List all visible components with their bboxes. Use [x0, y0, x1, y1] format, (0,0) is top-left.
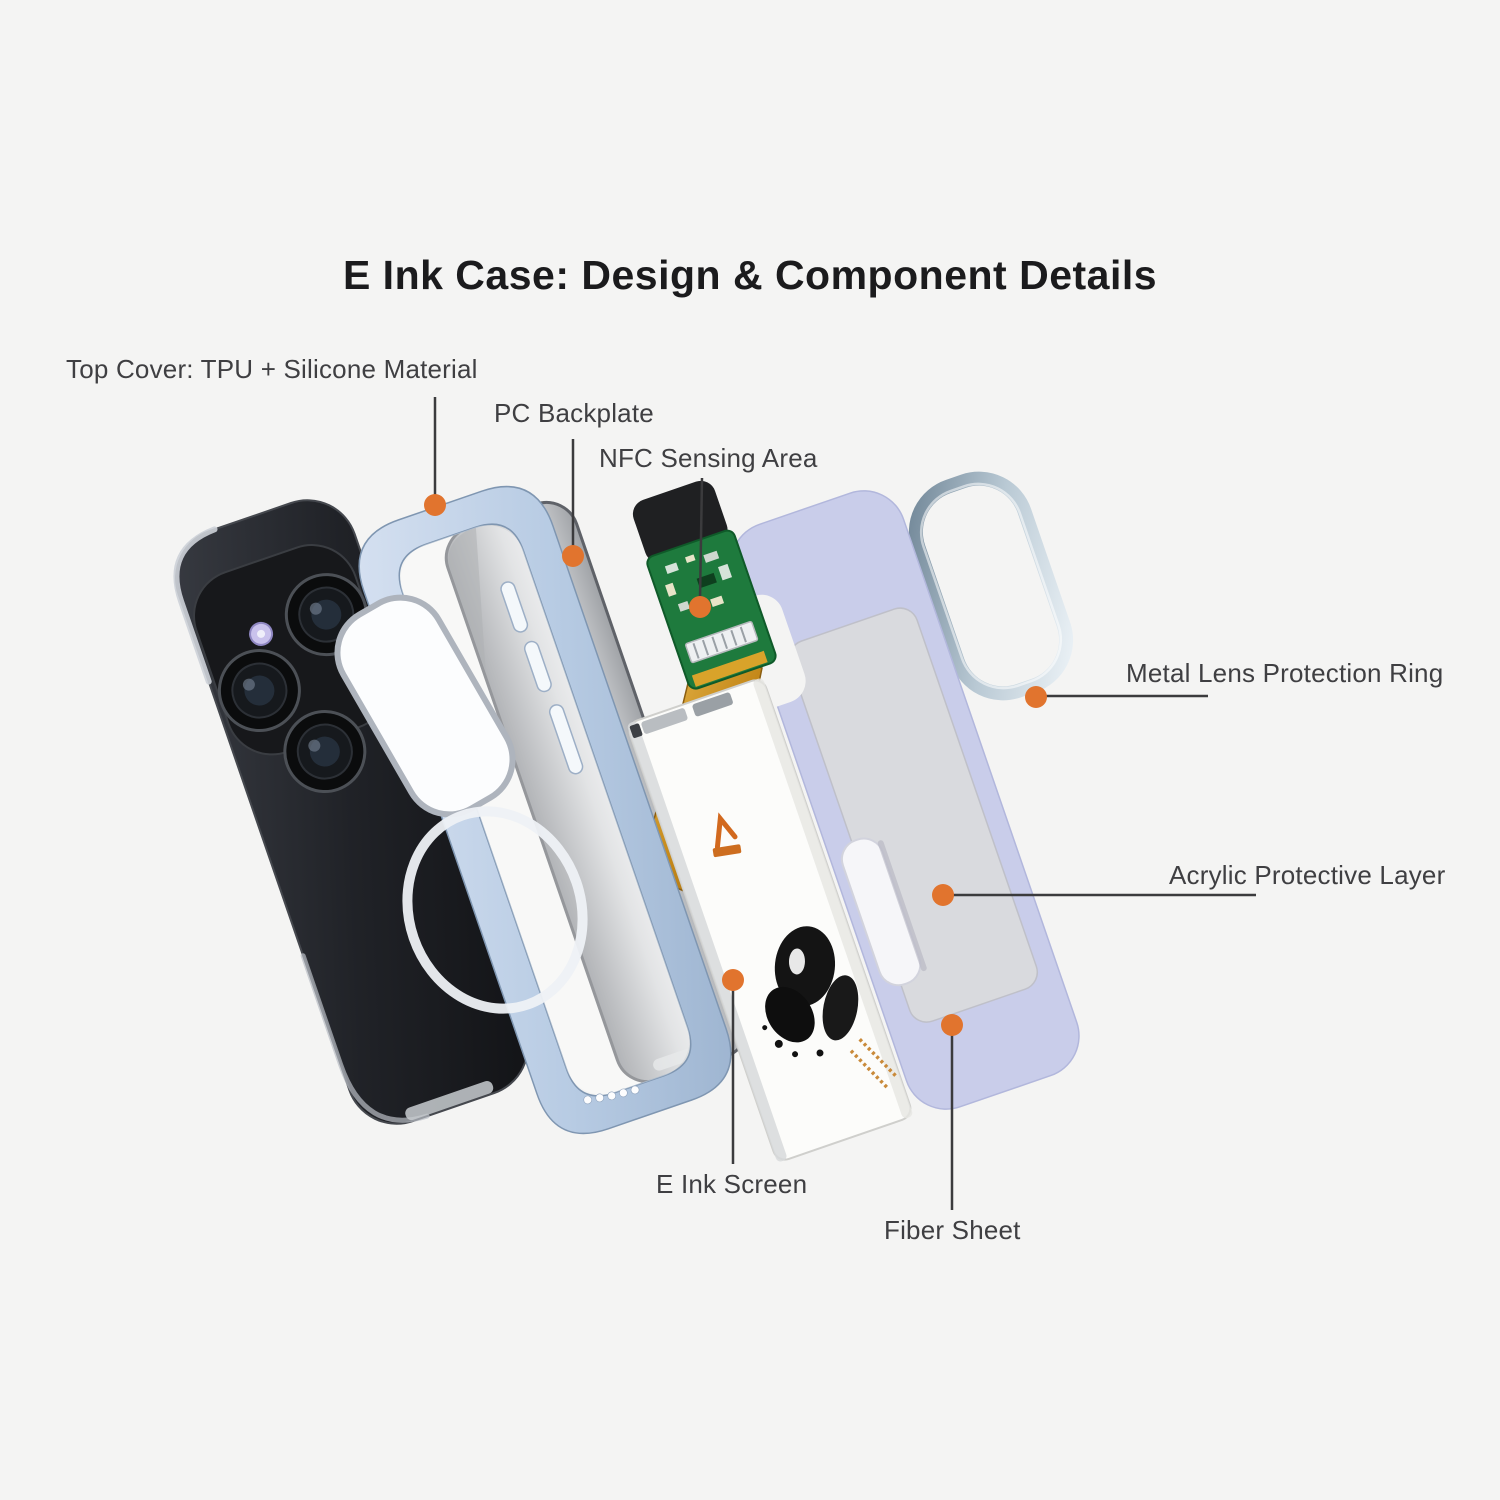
e-ink-screen	[627, 678, 913, 1162]
eink-artwork	[712, 812, 897, 1089]
camera-lens	[217, 649, 301, 733]
phone	[173, 499, 529, 1125]
label-top-cover: Top Cover: TPU + Silicone Material	[66, 354, 478, 384]
label-pc-backplate: PC Backplate	[494, 398, 654, 428]
marker-dot-fiber	[941, 1014, 963, 1036]
marker-dot-eink	[722, 969, 744, 991]
marker-dot-acrylic	[932, 884, 954, 906]
label-nfc-sensing-area: NFC Sensing Area	[599, 443, 818, 473]
case-camera-hole	[334, 594, 516, 818]
metal-lens-protection-ring	[908, 471, 1074, 701]
magsafe-ring	[402, 806, 588, 1014]
case-button-slot	[523, 640, 552, 693]
leader-line-nfc	[698, 477, 704, 601]
label-fiber-sheet: Fiber Sheet	[884, 1215, 1021, 1245]
marker-dot-top-cover	[424, 494, 446, 516]
nfc-connector	[685, 620, 759, 664]
label-metal-lens-ring: Metal Lens Protection Ring	[1126, 658, 1444, 688]
eink-top-trim	[641, 708, 688, 734]
marker-dot-pc-backplate	[562, 545, 584, 567]
page-title: E Ink Case: Design & Component Details	[342, 252, 1158, 298]
camera-lens	[283, 710, 367, 794]
case-button-slot	[500, 581, 529, 633]
case-speaker-holes	[583, 1085, 640, 1105]
label-acrylic-layer: Acrylic Protective Layer	[1169, 860, 1446, 890]
marker-dots	[424, 494, 1047, 1036]
marker-dot-metal-ring	[1025, 686, 1047, 708]
top-cover-case	[334, 485, 732, 1135]
acrylic-protective-layer	[788, 607, 1039, 1023]
nfc-module	[632, 480, 777, 690]
leader-lines	[433, 397, 1256, 1210]
case-button-slot	[548, 704, 584, 775]
label-e-ink-screen: E Ink Screen	[656, 1169, 808, 1199]
nfc-pcb	[646, 529, 777, 690]
marker-dot-nfc	[689, 596, 711, 618]
